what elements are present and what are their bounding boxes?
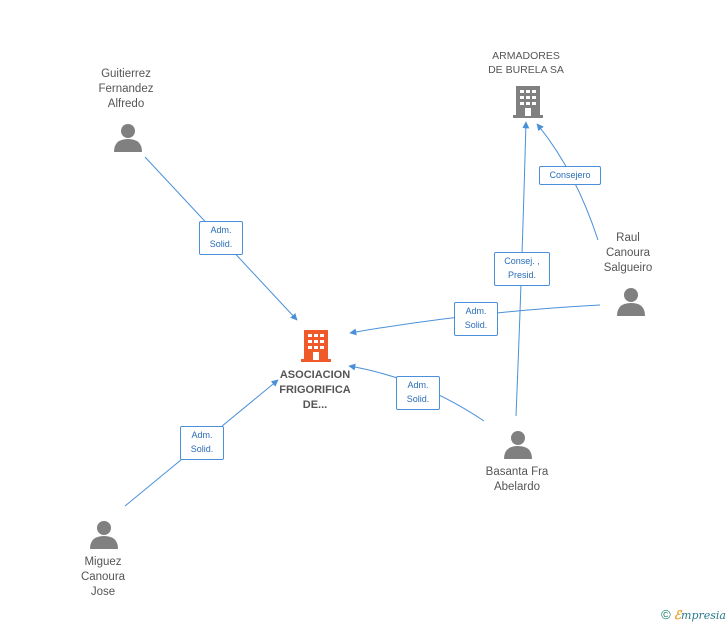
- guitierrez-person-label[interactable]: Guitierrez Fernandez Alfredo: [98, 68, 154, 110]
- raul-person-label[interactable]: Raul Canoura Salgueiro: [603, 232, 653, 274]
- person-icon[interactable]: [616, 286, 646, 316]
- basanta-person-label[interactable]: Basanta Fra Abelardo: [485, 466, 549, 493]
- person-icon[interactable]: [503, 429, 533, 459]
- person-icon[interactable]: [113, 122, 143, 152]
- miguez-person-label[interactable]: Miguez Canoura Jose: [80, 556, 126, 598]
- empresia-logo-icon: ℰ: [673, 608, 682, 622]
- copyright-icon: ©: [661, 607, 671, 622]
- relation-label-raul-main[interactable]: Adm. Solid.: [454, 302, 498, 336]
- building-icon[interactable]: [512, 85, 544, 119]
- relation-label-miguez-main[interactable]: Adm. Solid.: [180, 426, 224, 460]
- relation-label-basanta-main[interactable]: Adm. Solid.: [396, 376, 440, 410]
- relation-label-basanta-armadores[interactable]: Consej. , Presid.: [494, 252, 550, 286]
- relation-label-raul-armadores[interactable]: Consejero: [539, 166, 601, 185]
- copyright-footer: © ℰmpresia: [661, 607, 726, 622]
- relation-label-guitierrez-main[interactable]: Adm. Solid.: [199, 221, 243, 255]
- brand-name: mpresia: [681, 609, 726, 622]
- main-company-label[interactable]: ASOCIACION FRIGORIFICA DE...: [279, 369, 351, 411]
- person-icon[interactable]: [89, 519, 119, 549]
- armadores-company-label[interactable]: ARMADORES DE BURELA SA: [488, 50, 564, 76]
- building-icon[interactable]: [300, 329, 332, 363]
